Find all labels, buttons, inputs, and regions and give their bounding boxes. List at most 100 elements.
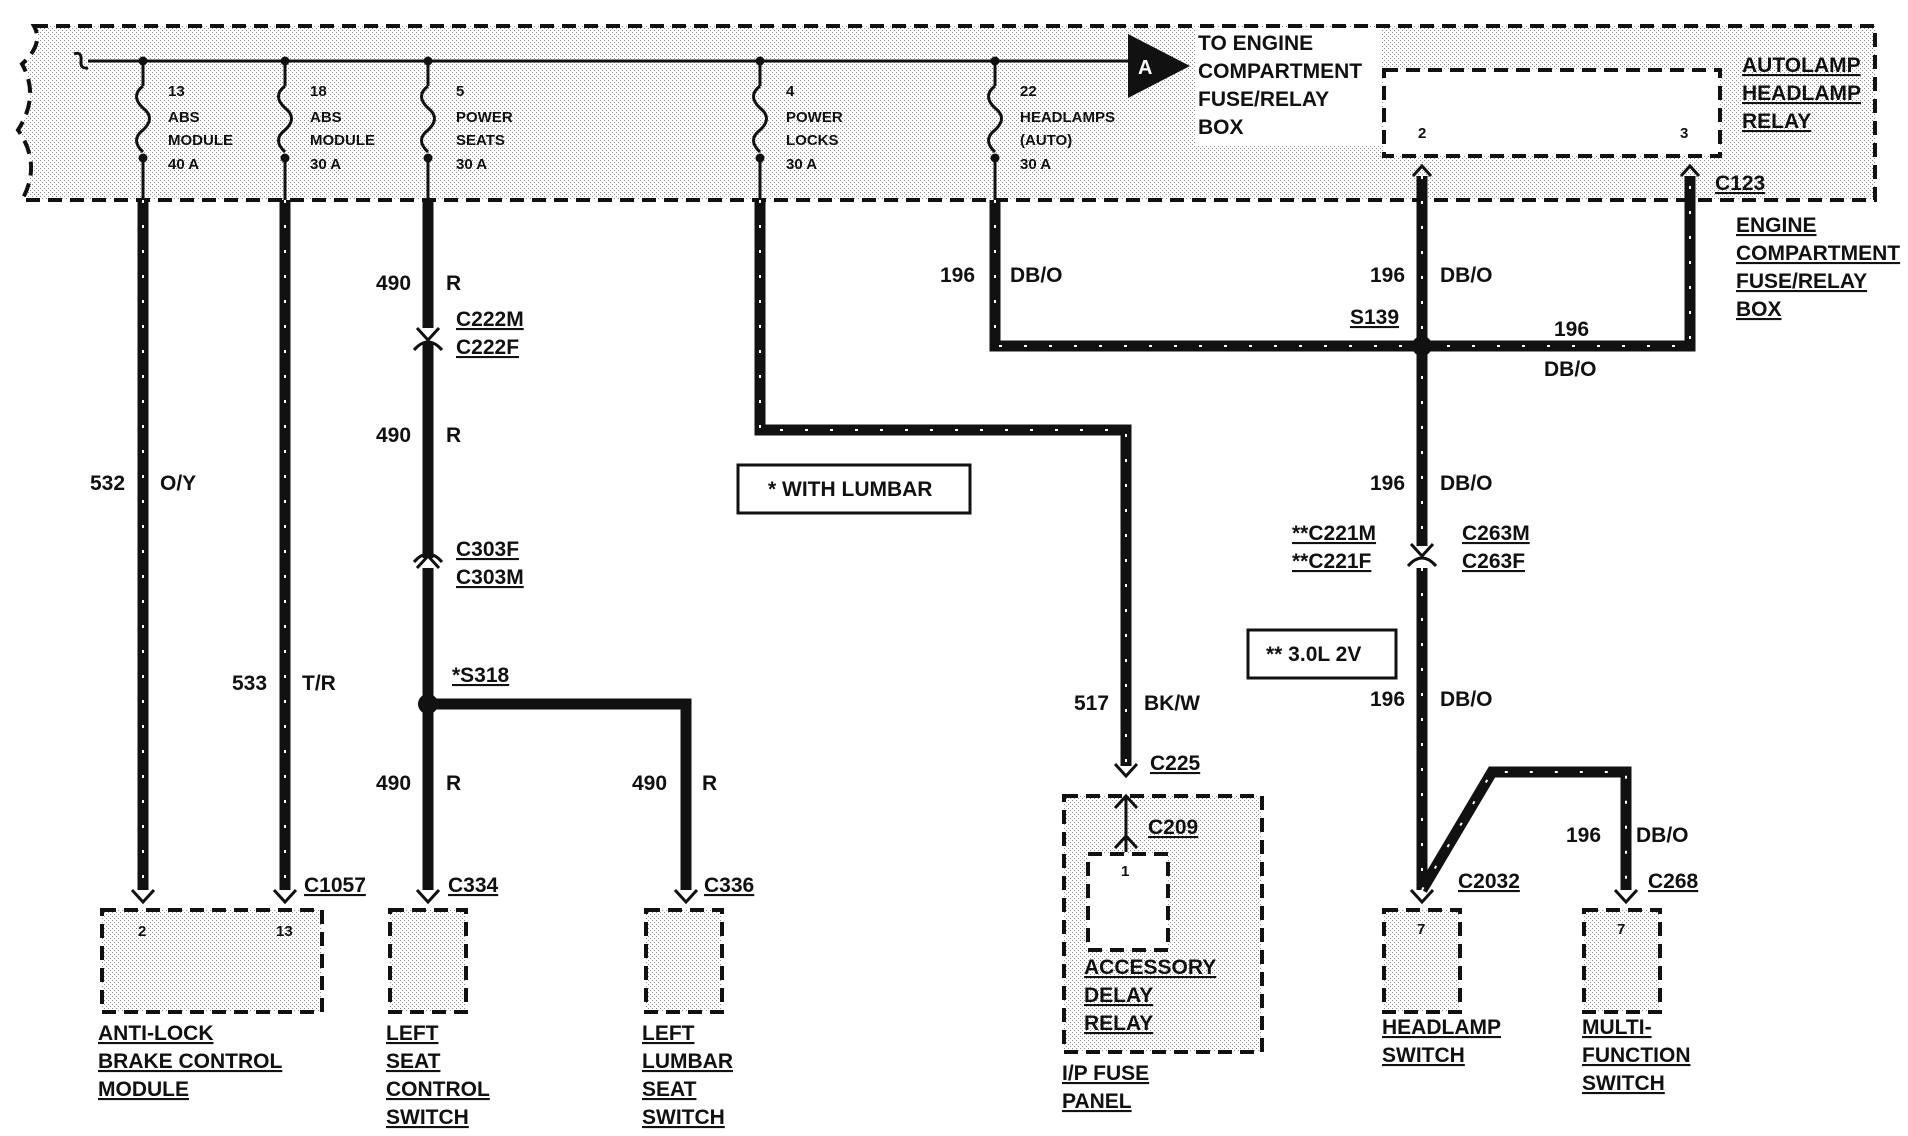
component-label: SWITCH bbox=[642, 1106, 725, 1129]
connector-c336: C336 bbox=[704, 874, 754, 897]
wire-circuit-number: 533 bbox=[232, 672, 267, 695]
fuse-circuit: POWER bbox=[786, 109, 843, 126]
wire-color-code: R bbox=[446, 772, 461, 795]
fuse-rating: 30 A bbox=[786, 156, 817, 173]
fuse-number: 18 bbox=[310, 83, 327, 100]
engine-box-label: ENGINE bbox=[1736, 214, 1817, 237]
fuse-22: 22 HEADLAMPS (AUTO) 30 A bbox=[987, 56, 1115, 200]
component-label: SWITCH bbox=[386, 1106, 469, 1129]
wire-circuit-number: 490 bbox=[376, 424, 411, 447]
relay-pin: 3 bbox=[1680, 125, 1688, 142]
component-label: SEAT bbox=[386, 1050, 441, 1073]
wire-533 bbox=[272, 200, 298, 905]
component-label: SWITCH bbox=[1382, 1044, 1465, 1067]
connector-c303f: C303F bbox=[456, 538, 519, 561]
connector-c222m: C222M bbox=[456, 308, 524, 331]
wire-532 bbox=[130, 200, 156, 905]
wire-color-code: DB/O bbox=[1010, 264, 1063, 287]
component-label: SEAT bbox=[642, 1078, 697, 1101]
component-label: MULTI- bbox=[1582, 1016, 1652, 1039]
connector-c263m: C263M bbox=[1462, 522, 1530, 545]
wire-color-code: BK/W bbox=[1144, 692, 1200, 715]
fuse-circuit: SEATS bbox=[456, 132, 505, 149]
fuse-circuit: POWER bbox=[456, 109, 513, 126]
switch-pin: 7 bbox=[1417, 921, 1425, 938]
fuse-circuit: MODULE bbox=[168, 132, 233, 149]
connector-a-letter: A bbox=[1138, 57, 1152, 79]
ip-fuse-panel: 1 bbox=[1062, 793, 1264, 1054]
left-lumbar-seat-switch bbox=[644, 908, 724, 1014]
fuse-rating: 40 A bbox=[168, 156, 199, 173]
component-label: MODULE bbox=[98, 1078, 189, 1101]
wire-circuit-number: 196 bbox=[1370, 472, 1405, 495]
to-engine-box-label: BOX bbox=[1198, 116, 1244, 139]
wire-circuit-number: 490 bbox=[632, 772, 667, 795]
wire-circuit-number: 196 bbox=[1370, 264, 1405, 287]
connector-c303m: C303M bbox=[456, 566, 524, 589]
fuse-5: 5 POWER SEATS 30 A bbox=[420, 56, 513, 200]
component-label: LEFT bbox=[386, 1022, 439, 1045]
fuse-rating: 30 A bbox=[456, 156, 487, 173]
panel-label: I/P FUSE bbox=[1062, 1062, 1149, 1085]
wire-color-code: DB/O bbox=[1636, 824, 1689, 847]
fuse-rating: 30 A bbox=[1020, 156, 1051, 173]
to-engine-box-label: COMPARTMENT bbox=[1198, 60, 1362, 83]
relay-label: DELAY bbox=[1084, 984, 1153, 1007]
fuse-number: 22 bbox=[1020, 83, 1037, 100]
component-label: LEFT bbox=[642, 1022, 695, 1045]
panel-label: PANEL bbox=[1062, 1090, 1132, 1113]
fuse-number: 5 bbox=[456, 83, 464, 100]
engine-box-label: BOX bbox=[1736, 298, 1782, 321]
component-label: ANTI-LOCK bbox=[98, 1022, 213, 1045]
fuse-4: 4 POWER LOCKS 30 A bbox=[752, 56, 843, 200]
wire-color-code: DB/O bbox=[1544, 358, 1597, 381]
connector-c334: C334 bbox=[448, 874, 499, 897]
wire-circuit-number: 196 bbox=[1554, 318, 1589, 341]
connector-c225: C225 bbox=[1150, 752, 1201, 775]
fuse-circuit: HEADLAMPS bbox=[1020, 109, 1115, 126]
relay-pin: 1 bbox=[1121, 863, 1129, 880]
multi-function-switch: 7 bbox=[1582, 908, 1662, 1014]
relay-pin: 2 bbox=[1418, 125, 1426, 142]
component-label: LUMBAR bbox=[642, 1050, 733, 1073]
wire-490 bbox=[412, 200, 699, 905]
to-engine-box-label: TO ENGINE bbox=[1198, 32, 1313, 55]
connector-c1057: C1057 bbox=[304, 874, 366, 897]
wire-color-code: DB/O bbox=[1440, 688, 1493, 711]
wire-circuit-number: 196 bbox=[1370, 688, 1405, 711]
connector-c222f: C222F bbox=[456, 336, 519, 359]
module-pin: 2 bbox=[138, 923, 146, 940]
to-engine-box-label: FUSE/RELAY bbox=[1198, 88, 1329, 111]
wire-circuit-number: 196 bbox=[940, 264, 975, 287]
wire-circuit-number: 532 bbox=[90, 472, 125, 495]
connector-a-arrow: A bbox=[1128, 34, 1190, 98]
splice-s318: *S318 bbox=[452, 664, 510, 687]
fuse-number: 13 bbox=[168, 83, 185, 100]
fuse-18: 18 ABS MODULE 30 A bbox=[277, 56, 375, 200]
switch-pin: 7 bbox=[1617, 921, 1625, 938]
connector-c221m: **C221M bbox=[1292, 522, 1376, 545]
splice-s139: S139 bbox=[1350, 306, 1399, 329]
fuse-number: 4 bbox=[786, 83, 795, 100]
note-engine: ** 3.0L 2V bbox=[1246, 628, 1398, 680]
wire-color-code: DB/O bbox=[1440, 264, 1493, 287]
wire-circuit-number: 517 bbox=[1074, 692, 1109, 715]
wire-color-code: R bbox=[446, 272, 461, 295]
fuse-13: 13 ABS MODULE 40 A bbox=[135, 56, 233, 200]
relay-label: ACCESSORY bbox=[1084, 956, 1216, 979]
connector-c263f: C263F bbox=[1462, 550, 1525, 573]
anti-lock-brake-module: 2 13 bbox=[100, 908, 324, 1014]
connector-c268: C268 bbox=[1648, 870, 1699, 893]
note-text: ** 3.0L 2V bbox=[1266, 643, 1361, 666]
wire-circuit-number: 490 bbox=[376, 272, 411, 295]
headlamp-switch: 7 bbox=[1382, 908, 1462, 1014]
left-seat-control-switch bbox=[388, 908, 468, 1014]
connector-c221f: **C221F bbox=[1292, 550, 1372, 573]
relay-title: HEADLAMP bbox=[1742, 82, 1861, 105]
wire-517 bbox=[754, 200, 1139, 779]
component-label: CONTROL bbox=[386, 1078, 490, 1101]
engine-box-label: FUSE/RELAY bbox=[1736, 270, 1867, 293]
relay-title: RELAY bbox=[1742, 110, 1811, 133]
component-label: SWITCH bbox=[1582, 1072, 1665, 1095]
